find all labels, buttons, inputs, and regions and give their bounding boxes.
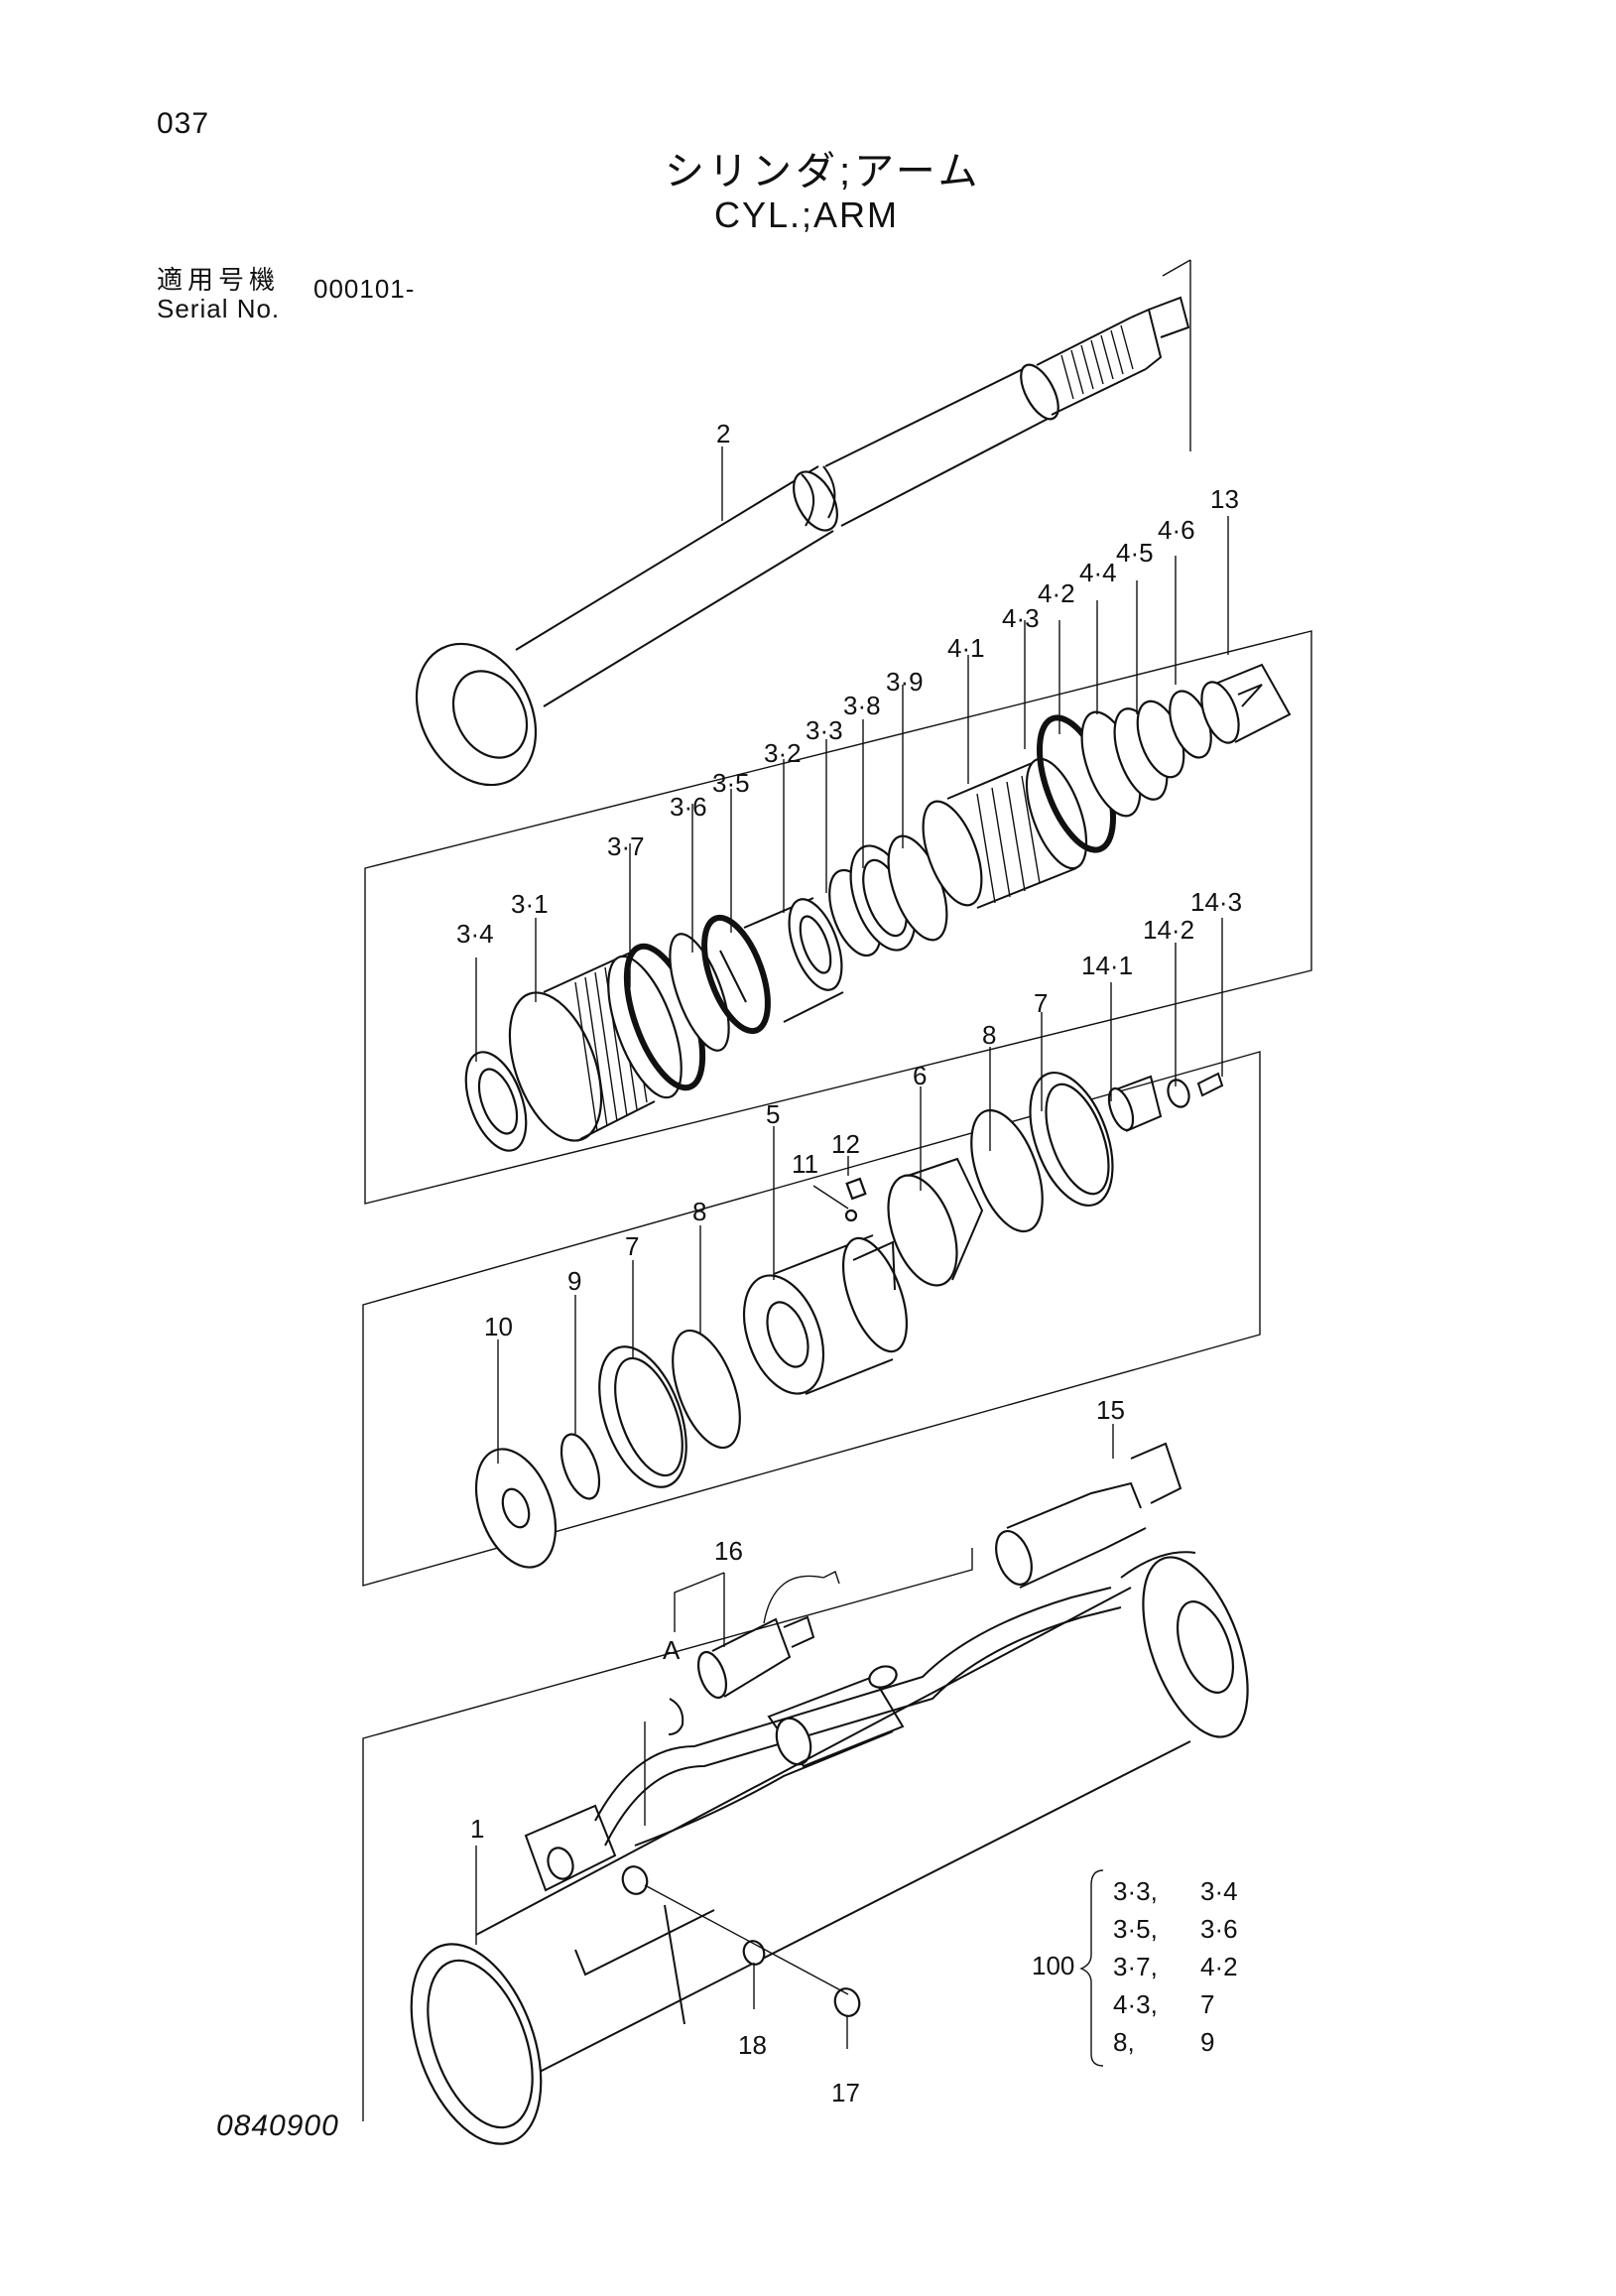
callout-9: 9 [567, 1266, 581, 1296]
callout-4-5: 4·5 [1116, 538, 1154, 568]
callout-4-3: 4·3 [1002, 603, 1040, 633]
panel-tube-frame [362, 1548, 973, 2121]
serial-label-english: Serial No. [157, 294, 281, 323]
callout-3-2: 3·2 [764, 738, 802, 768]
callout-14-1: 14·1 [1081, 951, 1133, 980]
panel-gland-frame [362, 1051, 1261, 1587]
callout-7-lower: 7 [625, 1231, 639, 1261]
title-japanese: シリンダ;アーム [665, 150, 982, 193]
title-english: CYL.;ARM [714, 194, 900, 235]
callout-4-4: 4·4 [1079, 558, 1117, 587]
panel-piston-frame [364, 630, 1312, 1205]
seal-kit-row-1-a: 3·3, [1113, 1876, 1158, 1906]
piston-rod-part-2 [415, 296, 1190, 787]
seal-kit-row-4-b: 7 [1200, 1989, 1214, 2019]
seal-kit-row-5-b: 9 [1200, 2027, 1214, 2057]
callout-13: 13 [1210, 484, 1239, 514]
callout-15: 15 [1096, 1395, 1125, 1425]
callout-4-6: 4·6 [1158, 515, 1195, 545]
callout-2: 2 [716, 419, 730, 448]
callout-3-3: 3·3 [806, 715, 843, 745]
panel-rod-frame [1162, 259, 1191, 451]
callout-16: 16 [714, 1536, 743, 1566]
seal-kit-row-4-a: 4·3, [1113, 1989, 1158, 2019]
seal-kit-row-3-b: 4·2 [1200, 1952, 1238, 1981]
callout-3-1: 3·1 [511, 889, 549, 919]
callout-A: A [663, 1635, 681, 1665]
callout-14-3: 14·3 [1190, 887, 1242, 917]
callout-3-9: 3·9 [886, 667, 924, 697]
callout-1: 1 [470, 1814, 484, 1844]
seal-kit-row-2-a: 3·5, [1113, 1914, 1158, 1944]
page-number: 037 [157, 107, 210, 140]
callout-7-upper: 7 [1034, 988, 1048, 1018]
callout-11: 11 [792, 1149, 818, 1179]
callout-5: 5 [766, 1099, 780, 1129]
callout-3-6: 3·6 [670, 792, 707, 822]
callout-3-8: 3·8 [843, 691, 881, 720]
callout-4-2: 4·2 [1038, 578, 1075, 608]
seal-kit-row-1-b: 3·4 [1200, 1876, 1238, 1906]
serial-label-japanese: 適用号機 [157, 265, 281, 295]
piston-assembly-group [464, 663, 1292, 1152]
seal-kit-number: 100 [1032, 1951, 1074, 1980]
callout-10: 10 [484, 1312, 513, 1341]
cylinder-tube-group [410, 1442, 1249, 2145]
callout-18: 18 [738, 2030, 767, 2060]
callout-17: 17 [831, 2078, 860, 2107]
seal-kit-row-2-b: 3·6 [1200, 1914, 1238, 1944]
drawing-number: 0840900 [216, 2109, 339, 2142]
serial-number-value: 000101- [313, 274, 416, 304]
seal-kit-row-5-a: 8, [1113, 2027, 1135, 2057]
gland-assembly-group [474, 1071, 1224, 1569]
callout-3-7: 3·7 [607, 831, 645, 861]
callout-3-5: 3·5 [712, 768, 750, 798]
seal-kit-100: 100 3·3, 3·4 3·5, 3·6 3·7, 4·2 4·3, 7 8,… [1032, 1869, 1238, 2067]
callout-6: 6 [913, 1061, 927, 1090]
callout-14-2: 14·2 [1143, 915, 1194, 945]
callout-4-1: 4·1 [947, 633, 985, 663]
seal-kit-row-3-a: 3·7, [1113, 1952, 1158, 1981]
leader-lines [475, 446, 1229, 2049]
callout-labels: 2 13 4·6 4·5 4·4 4·2 4·3 4·1 3·9 3·8 3·3… [456, 419, 1242, 2107]
callout-8-upper: 8 [982, 1020, 996, 1050]
callout-12: 12 [831, 1129, 860, 1159]
callout-8-lower: 8 [692, 1197, 706, 1226]
callout-3-4: 3·4 [456, 919, 494, 949]
